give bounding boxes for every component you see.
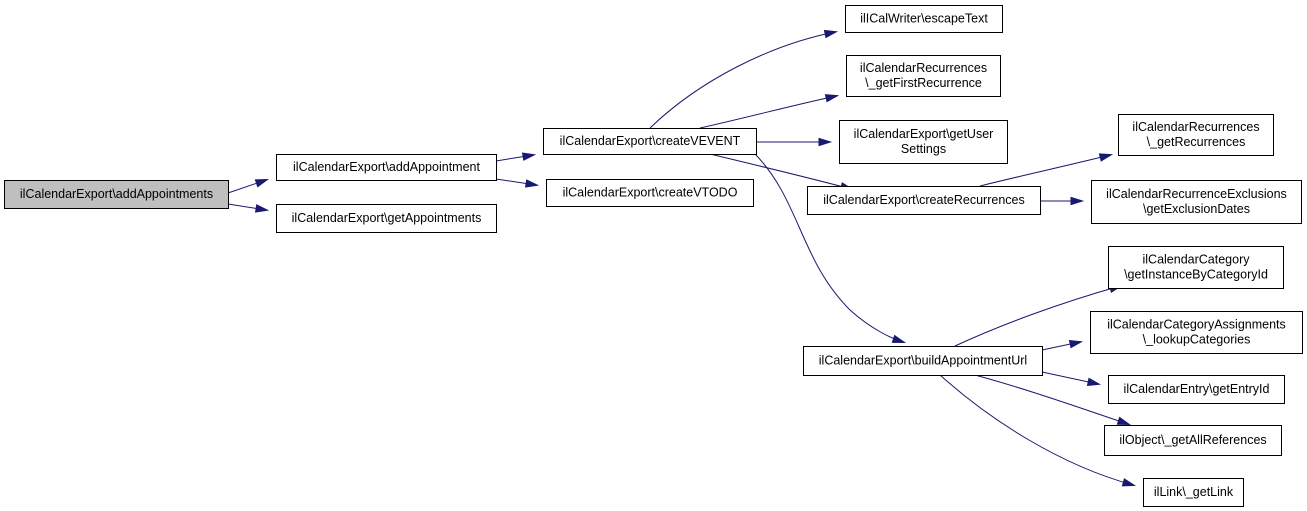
arrowhead-icon [1121, 478, 1137, 487]
node-label: ilCalendarExport\buildAppointmentUrl [819, 354, 1027, 368]
edge-build-appointment-url-to-lookup-categories [1041, 339, 1084, 351]
node-label: ilCalendarExport\addAppointment [293, 160, 480, 174]
node-label: ilICalWriter\escapeText [860, 12, 988, 26]
node-label: ilCalendarExport\createVEVENT [560, 134, 741, 148]
node-box[interactable] [276, 204, 497, 233]
edge-add-appointment-to-create-vtodo [495, 178, 540, 188]
node-box[interactable] [1108, 246, 1284, 289]
node-box[interactable] [807, 186, 1041, 215]
node-label: \_lookupCategories [1143, 333, 1251, 347]
node-box[interactable] [1118, 114, 1274, 156]
node-get-entry-id[interactable]: ilCalendarEntry\getEntryId [1108, 375, 1285, 404]
edge-create-recurrences-to-get-recurrences [979, 153, 1114, 187]
arrowhead-icon [891, 334, 907, 343]
node-create-vevent[interactable]: ilCalendarExport\createVEVENT [543, 128, 757, 155]
node-label: ilCalendarExport\createRecurrences [823, 193, 1024, 207]
node-box[interactable] [1108, 375, 1285, 404]
edge-create-vevent-to-build-appointment-url [754, 153, 907, 343]
arrowhead-icon [1070, 196, 1085, 206]
node-label: \_getRecurrences [1147, 135, 1246, 149]
node-box[interactable] [1143, 478, 1244, 507]
node-box[interactable] [803, 346, 1043, 376]
node-box[interactable] [839, 120, 1008, 164]
edge-line [649, 31, 836, 129]
node-get-link[interactable]: ilLink\_getLink [1143, 478, 1244, 507]
node-label: ilCalendarExport\createVTODO [563, 186, 738, 200]
node-create-vtodo[interactable]: ilCalendarExport\createVTODO [546, 179, 754, 207]
node-escape-text[interactable]: ilICalWriter\escapeText [845, 5, 1003, 33]
node-label: ilCalendarEntry\getEntryId [1124, 382, 1270, 396]
node-label: Settings [901, 142, 946, 156]
node-get-all-references[interactable]: ilObject\_getAllReferences [1104, 425, 1282, 456]
node-label: ilLink\_getLink [1154, 485, 1234, 499]
arrowhead-icon [521, 152, 537, 161]
arrowhead-icon [1098, 153, 1114, 162]
node-box[interactable] [845, 5, 1003, 33]
edge-line [974, 374, 1129, 425]
node-box[interactable] [543, 128, 757, 155]
node-box[interactable] [1090, 311, 1303, 354]
edge-add-appointment-to-create-vevent [495, 152, 537, 162]
edge-create-vevent-to-escape-text [649, 29, 839, 129]
node-get-recurrences[interactable]: ilCalendarRecurrences\_getRecurrences [1118, 114, 1274, 156]
nodes-layer: ilCalendarExport\addAppointments ilCalend… [4, 5, 1303, 507]
node-add-appointment[interactable]: ilCalendarExport\addAppointment [276, 154, 497, 181]
node-get-exclusion-dates[interactable]: ilCalendarRecurrenceExclusions\getExclus… [1091, 180, 1302, 224]
node-label: \getInstanceByCategoryId [1124, 268, 1268, 282]
arrowhead-icon [254, 178, 270, 188]
arrowhead-icon [1086, 377, 1102, 386]
node-box[interactable] [276, 154, 497, 181]
node-lookup-categories[interactable]: ilCalendarCategoryAssignments\_lookupCat… [1090, 311, 1303, 354]
edge-create-vevent-to-get-first-recurrence [699, 94, 840, 129]
node-box[interactable] [546, 179, 754, 207]
node-label: ilCalendarCategory [1142, 253, 1250, 267]
node-create-recurrences[interactable]: ilCalendarExport\createRecurrences [807, 186, 1041, 215]
node-label: ilCalendarExport\addAppointments [20, 187, 213, 201]
edge-build-appointment-url-to-get-all-references [974, 374, 1132, 426]
edge-line [954, 285, 1121, 347]
edge-build-appointment-url-to-get-link [939, 374, 1137, 487]
arrowhead-icon [824, 94, 840, 103]
node-label: \_getFirstRecurrence [865, 76, 982, 90]
node-box[interactable] [4, 180, 229, 209]
edge-add-appointments-to-add-appointment [227, 178, 270, 194]
node-box[interactable] [846, 55, 1001, 97]
node-get-appointments[interactable]: ilCalendarExport\getAppointments [276, 204, 497, 233]
edge-create-vevent-to-get-user-settings [756, 137, 833, 147]
arrowhead-icon [254, 204, 270, 213]
node-build-appointment-url[interactable]: ilCalendarExport\buildAppointmentUrl [803, 346, 1043, 376]
edge-add-appointments-to-get-appointments [227, 203, 270, 213]
node-label: ilObject\_getAllReferences [1119, 433, 1266, 447]
edge-line [939, 374, 1134, 486]
edges-layer [227, 29, 1137, 487]
node-label: ilCalendarCategoryAssignments [1107, 318, 1286, 332]
edge-line [754, 153, 904, 343]
node-add-appointments[interactable]: ilCalendarExport\addAppointments [4, 180, 229, 209]
edge-line [699, 95, 837, 129]
node-label: ilCalendarRecurrences [1132, 120, 1259, 134]
arrowhead-icon [818, 137, 833, 147]
arrowhead-icon [823, 29, 839, 39]
arrowhead-icon [1068, 339, 1084, 349]
edge-create-recurrences-to-get-exclusion-dates [1040, 196, 1085, 206]
node-label: ilCalendarRecurrenceExclusions [1106, 187, 1287, 201]
node-get-first-recurrence[interactable]: ilCalendarRecurrences\_getFirstRecurrenc… [846, 55, 1001, 97]
node-get-instance-by-category-id[interactable]: ilCalendarCategory\getInstanceByCategory… [1108, 246, 1284, 289]
arrowhead-icon [1116, 416, 1132, 426]
node-label: ilCalendarRecurrences [860, 61, 987, 75]
node-box[interactable] [1104, 425, 1282, 456]
node-box[interactable] [1091, 180, 1302, 224]
node-label: ilCalendarExport\getUser [854, 127, 994, 141]
node-label: ilCalendarExport\getAppointments [292, 211, 482, 225]
edge-line [709, 153, 852, 190]
edge-build-appointment-url-to-get-entry-id [1041, 371, 1102, 386]
arrowhead-icon [524, 179, 540, 188]
edge-line [979, 154, 1111, 187]
node-label: \getExclusionDates [1143, 202, 1250, 216]
